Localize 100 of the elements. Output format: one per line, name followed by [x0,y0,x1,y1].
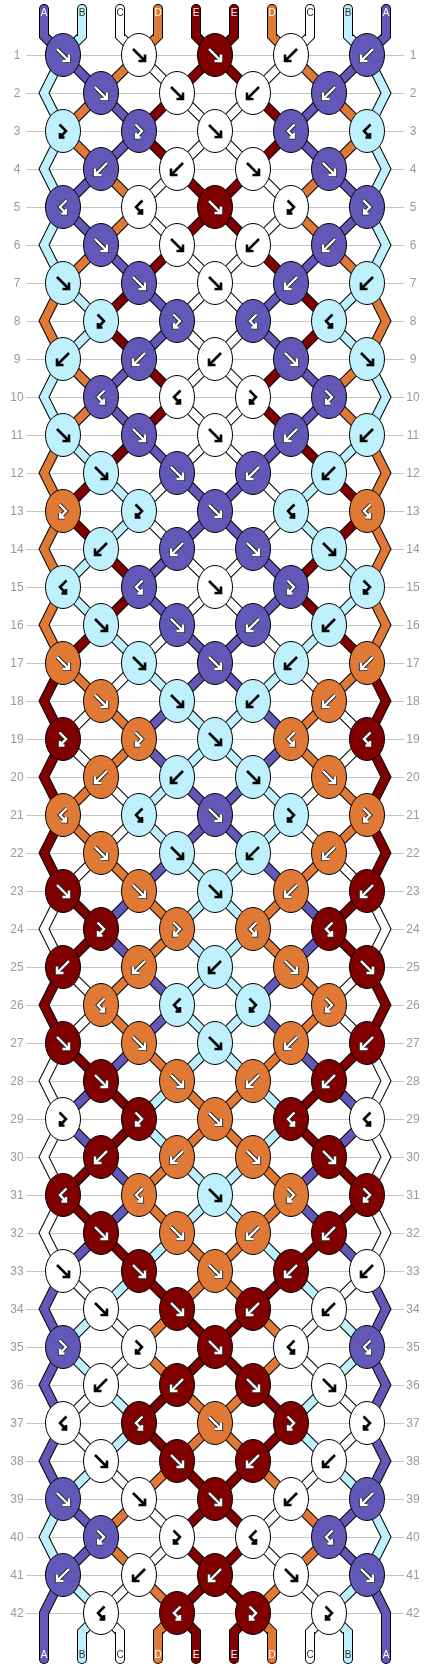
thread-letter: B [344,1650,352,1660]
row-number: 26 [10,998,24,1012]
thread-end-tab [77,1632,87,1664]
row-number: 6 [13,238,21,252]
thread-letter: D [154,8,162,18]
row-number: 18 [10,694,24,708]
row-number: 39 [10,1492,24,1506]
row-number: 12 [10,466,24,480]
row-number: 2 [13,86,21,100]
row-number: 12 [406,466,420,480]
row-number: 27 [406,1036,420,1050]
thread-letter: E [192,1650,200,1660]
row-number: 31 [406,1188,420,1202]
row-number: 17 [10,656,24,670]
row-number: 6 [409,238,417,252]
row-number: 5 [409,200,417,214]
row-number: 42 [10,1606,24,1620]
thread-end-tab [267,1632,277,1664]
thread-end-tab [191,1632,201,1664]
thread-end-tab [229,4,239,36]
row-number: 19 [406,732,420,746]
row-number: 27 [10,1036,24,1050]
row-number: 20 [406,770,420,784]
row-number: 9 [409,352,417,366]
row-number: 37 [10,1416,24,1430]
row-number: 16 [10,618,24,632]
row-number: 41 [10,1568,24,1582]
row-number: 29 [10,1112,24,1126]
row-number: 13 [10,504,24,518]
thread-letter: E [230,8,238,18]
thread-letter: E [230,1650,238,1660]
thread-letter: A [40,8,48,18]
row-number: 34 [10,1302,24,1316]
thread-end-tab [77,4,87,36]
row-number: 38 [10,1454,24,1468]
row-number: 10 [406,390,420,404]
row-number: 21 [10,808,24,822]
row-number: 24 [10,922,24,936]
row-number: 26 [406,998,420,1012]
row-number: 39 [406,1492,420,1506]
thread-letter: B [78,8,86,18]
row-number: 21 [406,808,420,822]
row-number: 35 [406,1340,420,1354]
row-number: 22 [10,846,24,860]
row-number: 37 [406,1416,420,1430]
thread-letter: C [306,1650,314,1660]
row-number: 11 [10,428,24,442]
row-number: 4 [13,162,21,176]
row-number: 15 [10,580,24,594]
row-number: 11 [406,428,420,442]
row-number: 29 [406,1112,420,1126]
row-number: 38 [406,1454,420,1468]
row-number: 8 [13,314,21,328]
row-number: 42 [406,1606,420,1620]
row-number: 33 [10,1264,24,1278]
thread-end-tab [191,4,201,36]
row-number: 5 [13,200,21,214]
row-number: 32 [10,1226,24,1240]
row-number: 41 [406,1568,420,1582]
row-number: 18 [406,694,420,708]
row-number: 34 [406,1302,420,1316]
thread-end-tab [115,4,125,36]
row-number: 1 [409,48,417,62]
row-number: 40 [10,1530,24,1544]
row-number: 30 [406,1150,420,1164]
row-number: 9 [13,352,21,366]
row-number: 19 [10,732,24,746]
row-number: 24 [406,922,420,936]
thread-letter: C [116,8,124,18]
row-number: 36 [406,1378,420,1392]
thread-letter: D [268,8,276,18]
thread-end-tab [381,4,391,36]
thread-letter: A [382,8,390,18]
row-number: 36 [10,1378,24,1392]
thread-letter: B [78,1650,86,1660]
row-number: 35 [10,1340,24,1354]
row-number: 15 [406,580,420,594]
row-number: 2 [409,86,417,100]
row-number: 10 [10,390,24,404]
row-number: 7 [13,276,21,290]
row-number: 25 [10,960,24,974]
thread-end-tab [229,1632,239,1664]
row-number: 22 [406,846,420,860]
row-number: 31 [10,1188,24,1202]
row-number: 13 [406,504,420,518]
thread-letter: D [268,1650,276,1660]
thread-letter: B [344,8,352,18]
row-number: 14 [406,542,420,556]
thread-end-tab [343,4,353,36]
thread-end-tab [39,4,49,36]
thread-end-tab [153,1632,163,1664]
row-number: 3 [409,124,417,138]
row-number: 1 [13,48,21,62]
thread-letter: A [382,1650,390,1660]
thread-end-tab [305,4,315,36]
row-number: 3 [13,124,21,138]
thread-end-tab [115,1632,125,1664]
row-number: 28 [406,1074,420,1088]
row-number: 32 [406,1226,420,1240]
row-number: 28 [10,1074,24,1088]
